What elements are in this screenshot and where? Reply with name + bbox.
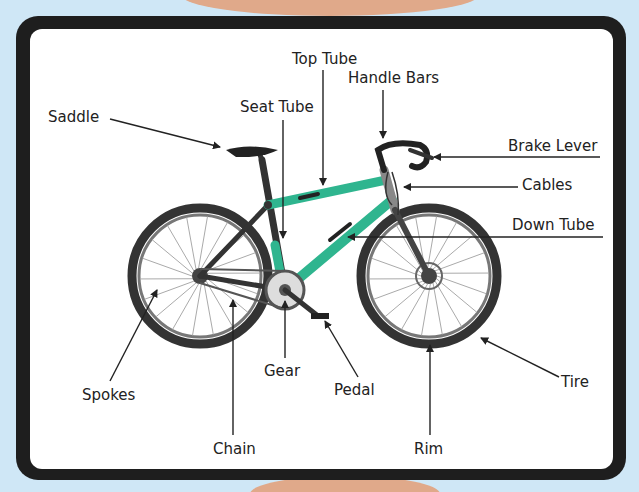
- part-label: Pedal: [334, 381, 375, 399]
- part-label: Top Tube: [292, 50, 357, 68]
- part-label: Handle Bars: [348, 69, 439, 87]
- wheels: [132, 208, 497, 344]
- cables: [386, 172, 399, 215]
- part-label: Saddle: [48, 108, 99, 126]
- leader-lines: [110, 70, 603, 435]
- part-label: Chain: [213, 440, 256, 458]
- tablet-body: [16, 16, 626, 480]
- part-label: Tire: [561, 373, 589, 391]
- handlebar: [378, 143, 427, 170]
- part-label: Gear: [264, 362, 300, 380]
- part-label: Down Tube: [512, 216, 594, 234]
- pedal: [311, 313, 329, 319]
- tablet-screen: [30, 29, 613, 469]
- part-label: Cables: [522, 176, 572, 194]
- part-label: Seat Tube: [240, 98, 314, 116]
- part-label: Rim: [414, 440, 443, 458]
- saddle: [226, 147, 278, 158]
- hand: [180, 0, 480, 16]
- crank: [285, 290, 318, 316]
- part-label: Brake Lever: [508, 137, 597, 155]
- brake-lever: [410, 150, 432, 158]
- chain: [200, 269, 285, 309]
- part-label: Spokes: [82, 386, 135, 404]
